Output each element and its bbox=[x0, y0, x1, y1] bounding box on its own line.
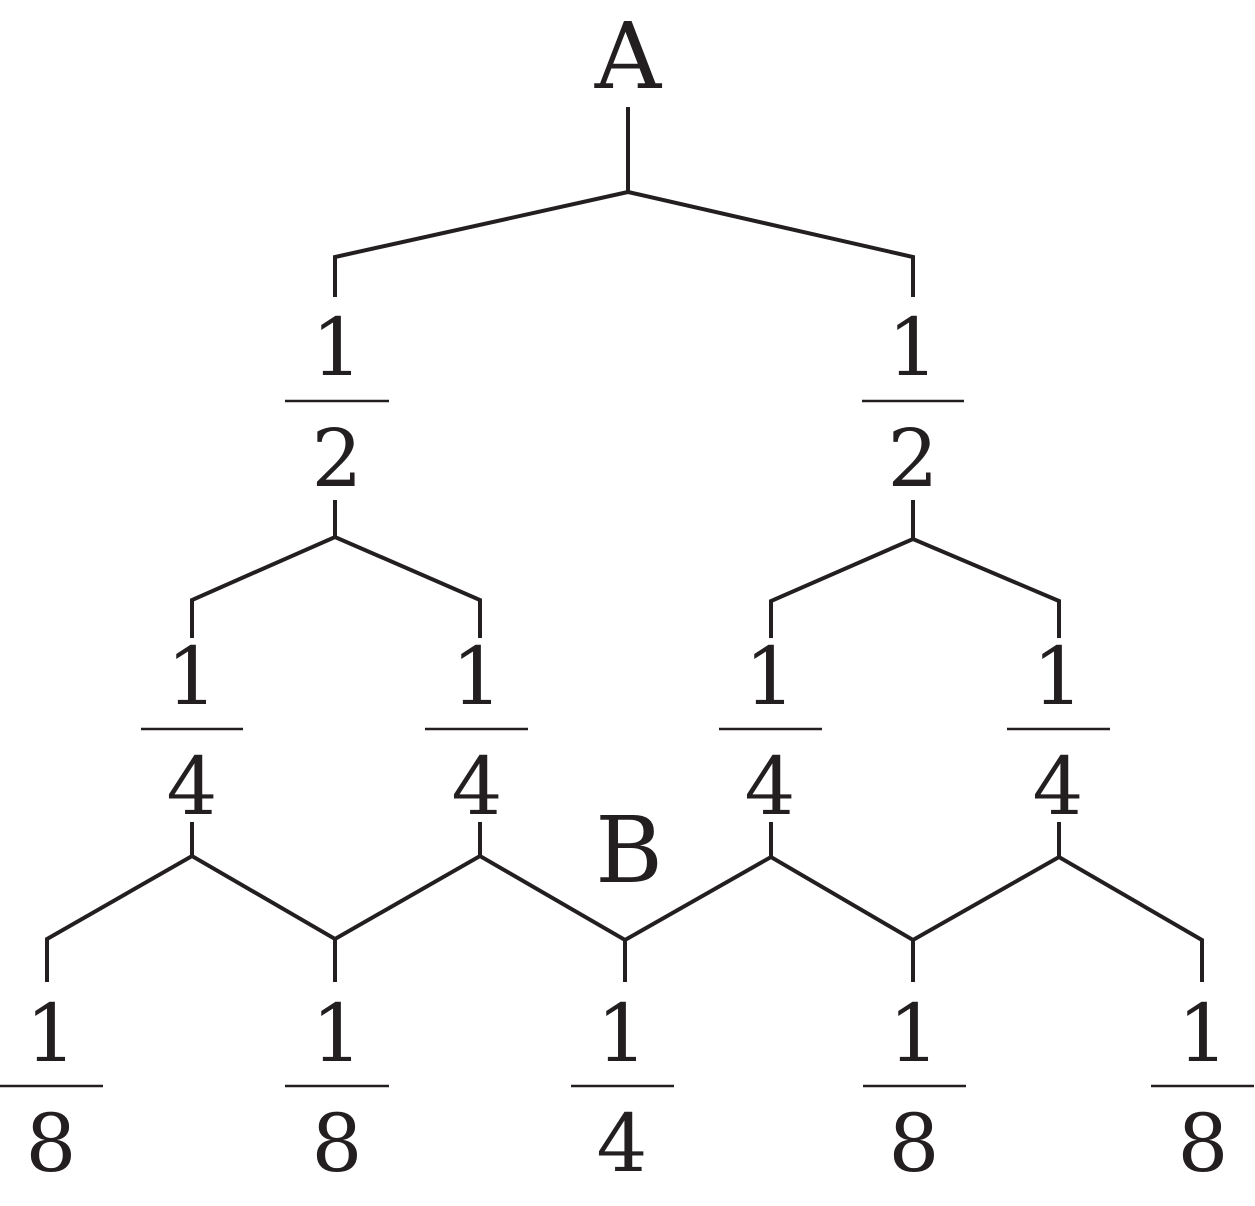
numerator: 1 bbox=[745, 630, 796, 723]
fraction-l3-4: 1 8 bbox=[863, 987, 966, 1190]
numerator: 1 bbox=[312, 301, 363, 394]
denominator: 8 bbox=[889, 1097, 940, 1190]
denominator: 2 bbox=[888, 412, 939, 505]
numerator: 1 bbox=[889, 987, 940, 1080]
denominator: 2 bbox=[312, 412, 363, 505]
denominator: 4 bbox=[1033, 740, 1084, 833]
edge-l1-left-branch bbox=[190, 500, 482, 638]
fraction-l3-1: 1 8 bbox=[0, 987, 103, 1190]
fraction-l3-3: 1 4 bbox=[571, 987, 674, 1190]
numerator: 1 bbox=[312, 987, 363, 1080]
edge-root-right bbox=[627, 190, 915, 297]
denominator: 8 bbox=[1178, 1097, 1229, 1190]
denominator: 4 bbox=[167, 740, 218, 833]
denominator: 4 bbox=[452, 740, 503, 833]
numerator: 1 bbox=[597, 987, 648, 1080]
fraction-l2-4: 1 4 bbox=[1007, 630, 1110, 833]
fraction-l2-1: 1 4 bbox=[141, 630, 243, 833]
edge-l1-right-branch bbox=[769, 500, 1061, 638]
denominator: 8 bbox=[26, 1097, 77, 1190]
numerator: 1 bbox=[26, 987, 77, 1080]
node-a-label: A bbox=[594, 3, 663, 110]
fraction-l1-left: 1 2 bbox=[285, 301, 389, 505]
fraction-l3-2: 1 8 bbox=[285, 987, 389, 1190]
fraction-l2-2: 1 4 bbox=[425, 630, 528, 833]
edge-root-left bbox=[333, 190, 629, 297]
fraction-l2-3: 1 4 bbox=[719, 630, 822, 833]
fraction-l1-right: 1 2 bbox=[862, 301, 964, 505]
numerator: 1 bbox=[888, 301, 939, 394]
numerator: 1 bbox=[1033, 630, 1084, 723]
numerator: 1 bbox=[1178, 987, 1229, 1080]
fraction-l3-5: 1 8 bbox=[1151, 987, 1254, 1190]
numerator: 1 bbox=[167, 630, 218, 723]
denominator: 4 bbox=[745, 740, 796, 833]
numerator: 1 bbox=[452, 630, 503, 723]
node-b-label: B bbox=[595, 797, 663, 904]
denominator: 8 bbox=[312, 1097, 363, 1190]
denominator: 4 bbox=[597, 1097, 648, 1190]
